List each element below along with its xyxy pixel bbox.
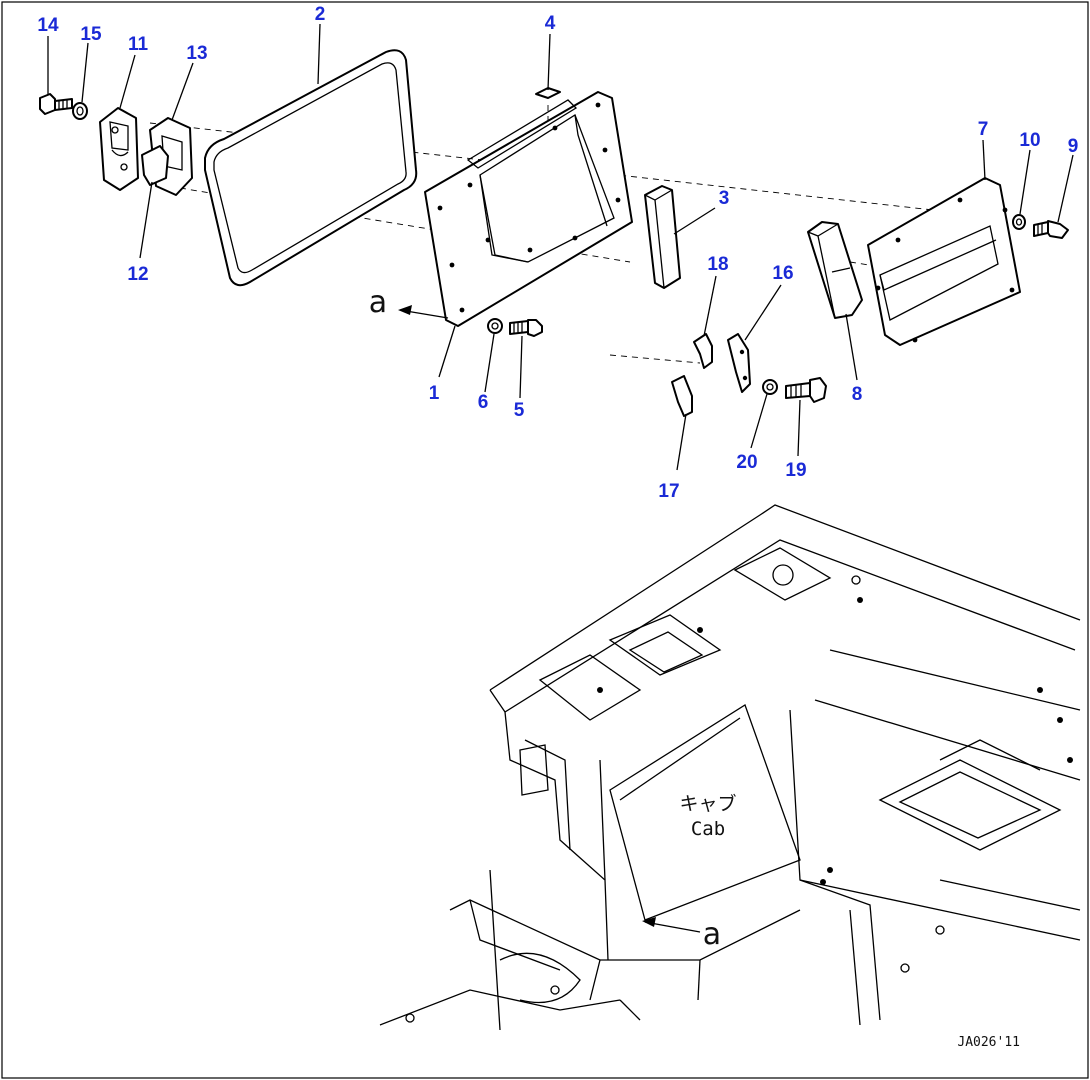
callout-18: 18 <box>707 254 728 275</box>
callout-14: 14 <box>37 15 59 36</box>
callout-9: 9 <box>1068 136 1079 157</box>
latch-clip-12 <box>141 145 169 186</box>
bolt-14 <box>39 93 73 115</box>
cab-label-japanese: キャブ <box>679 792 736 815</box>
callout-4: 4 <box>545 13 556 34</box>
frame-panel-1 <box>424 91 633 327</box>
callout-15: 15 <box>80 24 102 45</box>
latch-plate-11 <box>99 107 139 191</box>
callout-16: 16 <box>772 263 793 284</box>
washer-6 <box>487 318 503 334</box>
washer-10 <box>1012 214 1026 230</box>
bolt-5 <box>509 319 543 337</box>
drawing-code: JA026'11 <box>957 1035 1020 1050</box>
washer-15 <box>72 102 88 120</box>
reference-arrow-top <box>398 305 449 319</box>
bracket-16 <box>727 333 751 393</box>
callout-12: 12 <box>127 264 148 285</box>
callout-13: 13 <box>186 43 207 64</box>
callout-2: 2 <box>315 4 326 25</box>
callout-1: 1 <box>429 383 440 404</box>
reference-arrow-bottom <box>642 917 701 933</box>
reference-letter-bottom: a <box>703 917 721 952</box>
callout-11: 11 <box>128 34 149 55</box>
frame-holes <box>437 102 621 313</box>
foam-block-3 <box>644 185 681 289</box>
callout-20: 20 <box>736 452 757 473</box>
cab-label-english: Cab <box>691 818 725 840</box>
clip-17 <box>671 375 693 417</box>
foam-block-8 <box>807 221 863 319</box>
callout-3: 3 <box>719 188 730 209</box>
reference-letter-top: a <box>369 285 387 320</box>
pad-4 <box>535 87 561 99</box>
callout-17: 17 <box>658 481 679 502</box>
washer-20 <box>762 379 778 395</box>
leader-lines <box>47 23 1074 471</box>
callout-5: 5 <box>514 400 525 421</box>
clip-18 <box>693 333 713 369</box>
callout-19: 19 <box>785 460 806 481</box>
cover-panel-7 <box>867 177 1021 346</box>
cab-structure <box>379 504 1081 1031</box>
callout-8: 8 <box>852 384 863 405</box>
callout-6: 6 <box>478 392 489 413</box>
bolt-19 <box>785 377 827 403</box>
glass-seal-2 <box>204 49 418 287</box>
callout-10: 10 <box>1019 130 1040 151</box>
bolt-9 <box>1033 220 1069 239</box>
callout-7: 7 <box>978 119 989 140</box>
cab-holes <box>405 575 1073 1023</box>
